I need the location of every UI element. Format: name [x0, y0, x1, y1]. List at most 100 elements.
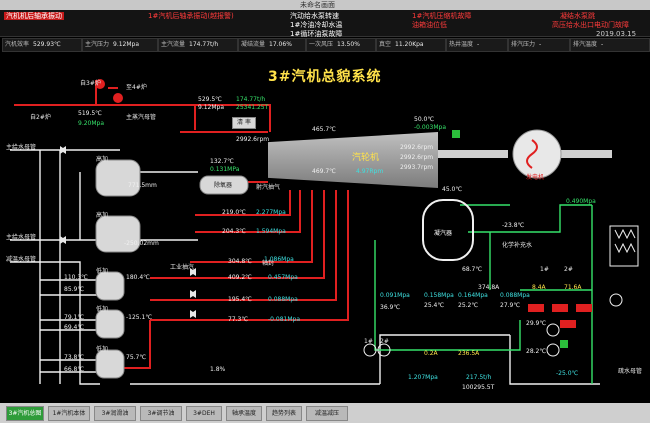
extraction-1-temp: 219.0℃ — [222, 209, 246, 216]
turbine-body[interactable]: 汽轮机 — [268, 132, 438, 188]
alarm-item[interactable]: 高压给水出口电动门故障 — [552, 21, 629, 29]
lp-heater-2: 低加 — [96, 306, 109, 313]
temp-b: 25.4℃ — [424, 302, 445, 309]
cool-water-temp: -23.8℃ — [502, 222, 525, 229]
pump-2[interactable]: 2# — [380, 338, 389, 345]
generator-shaft — [560, 150, 612, 158]
main-steam-label: 主蒸汽母管 — [126, 114, 157, 121]
lp-heater-1-t2: 85.9℃ — [64, 286, 85, 293]
generator-label: 发电机 — [526, 174, 545, 181]
alarm-item[interactable]: 1#汽机后轴承振动(越报警) — [148, 12, 234, 20]
from-boiler-2: 自2#炉 — [30, 114, 51, 121]
lp-heater-2-t1: 79.1℃ — [64, 314, 85, 321]
main-steam-temp: 519.5℃ — [78, 110, 102, 117]
alarm-item[interactable]: 1#冷油冷却水温 — [290, 21, 343, 29]
alarm-bar: 汽机机后轴承振动 1#汽机后轴承振动(越报警) 汽动给水泵转速 1#冷油冷却水温… — [0, 10, 650, 38]
deaerator-temp: 132.7℃ — [210, 158, 234, 165]
tab-turbine-body[interactable]: 1#汽机本体 — [48, 406, 90, 421]
extraction-2-temp: 204.3℃ — [222, 228, 246, 235]
extraction-5-press: 0.088Mpa — [268, 296, 298, 303]
run-indicator — [560, 340, 568, 348]
hp-heater-2-level: -250.02mm — [124, 240, 159, 247]
lube-press: 217.5t/h — [466, 374, 492, 381]
alarm-indicator — [552, 304, 568, 312]
valves — [60, 146, 196, 318]
alarm-item[interactable]: 油箱油位低 — [412, 21, 447, 29]
main-steam-press2: 9.12Mpa — [198, 104, 225, 111]
tab-desuperheater[interactable]: 减温减压 — [306, 406, 348, 421]
generator-run-indicator — [452, 130, 460, 138]
lp-heater-1-t3: 180.4℃ — [126, 274, 150, 281]
pumps-shape — [363, 323, 560, 357]
pump-4[interactable]: 2# — [564, 266, 573, 273]
lp-heater-2-t2: 69.4℃ — [64, 324, 85, 331]
alarm-indicator — [528, 304, 544, 312]
amp-d: 71.6A — [564, 284, 582, 291]
from-boiler-3: 自3#炉 — [80, 80, 101, 87]
generator-temp: 50.0℃ — [414, 116, 435, 123]
lp-heater-2-t3: -125.1℃ — [126, 314, 153, 321]
window-title-bar: 未命名画面 — [0, 0, 650, 10]
ejector-label: 射汽抽气 — [256, 184, 281, 191]
cool-water-press: 0.490Mpa — [566, 198, 596, 205]
tab-overview[interactable]: 3#汽机总图 — [6, 406, 44, 421]
extraction-6-press: -0.081Mpa — [268, 316, 301, 323]
condenser-label: 凝汽器 — [434, 230, 453, 237]
drain-header-label: 疏水母管 — [618, 368, 643, 375]
generator-r1: 2992.6rpm — [400, 144, 434, 151]
generator-r2: 2992.6rpm — [400, 154, 434, 161]
alarm-item[interactable]: 凝结水泵跳 — [560, 12, 595, 20]
extraction-5-temp: 195.4℃ — [228, 296, 252, 303]
turbine-label: 汽轮机 — [352, 153, 380, 163]
press-r1: 0.091Mpa — [380, 292, 410, 299]
extraction-3-press: 1.086Mpa — [264, 256, 294, 263]
generator-r3: 2993.7rpm — [400, 164, 434, 171]
turbine-temp-in: 465.7℃ — [312, 126, 336, 133]
valve-open-button[interactable]: 清 率 — [232, 117, 256, 129]
alarm-indicator — [560, 320, 576, 328]
temp-g: 28.2℃ — [526, 348, 547, 355]
tab-deh[interactable]: 3#DEH — [186, 406, 222, 421]
chem-water-label: 化学补充水 — [502, 242, 533, 249]
info-cell: 排汽压力- — [508, 38, 570, 52]
turbine-shaft — [438, 150, 508, 158]
alarm-item[interactable]: 1#汽机压缩机故障 — [412, 12, 472, 20]
lp-heater-3-t2: 66.8℃ — [64, 366, 85, 373]
temp-a: 36.9℃ — [380, 304, 401, 311]
amp-b: 236.5A — [458, 350, 480, 357]
tab-trend-list[interactable]: 趋势列表 — [266, 406, 302, 421]
boiler-markers — [95, 79, 123, 103]
pump-3[interactable]: 1# — [540, 266, 549, 273]
press-r4: 0.088Mpa — [500, 292, 530, 299]
right-temp: 68.7℃ — [462, 266, 483, 273]
feedwater-header-2: 主给水母管 — [6, 234, 37, 241]
tab-control-oil[interactable]: 3#调节油 — [140, 406, 182, 421]
tab-bearing-temp[interactable]: 轴承温度 — [226, 406, 262, 421]
filters — [609, 225, 639, 307]
extraction-6-temp: 77.3℃ — [228, 316, 249, 323]
pump-1[interactable]: 1# — [364, 338, 373, 345]
tab-bar: 3#汽机总图 1#汽机本体 3#润滑油 3#调节油 3#DEH 轴承温度 趋势列… — [0, 403, 650, 423]
shaft-seal-label: 轴封 — [262, 260, 275, 267]
lp-heater-1: 低加 — [96, 268, 109, 275]
hp-heater-1-level: 771.5mm — [128, 182, 157, 189]
temp-c: 25.2℃ — [458, 302, 479, 309]
window-title: 未命名画面 — [300, 1, 335, 9]
alarm-item[interactable]: 1#循环油泵故障 — [290, 30, 343, 38]
alarm-header[interactable]: 汽机机后轴承振动 — [4, 12, 64, 20]
extraction-2-press: 1.594Mpa — [256, 228, 286, 235]
press-r2: 0.158Mpa — [424, 292, 454, 299]
alarm-item[interactable]: 汽动给水泵转速 — [290, 12, 339, 20]
tab-lube-oil[interactable]: 3#润滑油 — [94, 406, 136, 421]
to-boiler-4: 至4#炉 — [126, 84, 147, 91]
hp-heater-2: 高加 — [96, 212, 109, 219]
turbine-speed: 2992.6rpm — [236, 136, 270, 143]
cooling-pipes — [374, 204, 593, 384]
lp-heater-1-t1: 110.3℃ — [64, 274, 88, 281]
